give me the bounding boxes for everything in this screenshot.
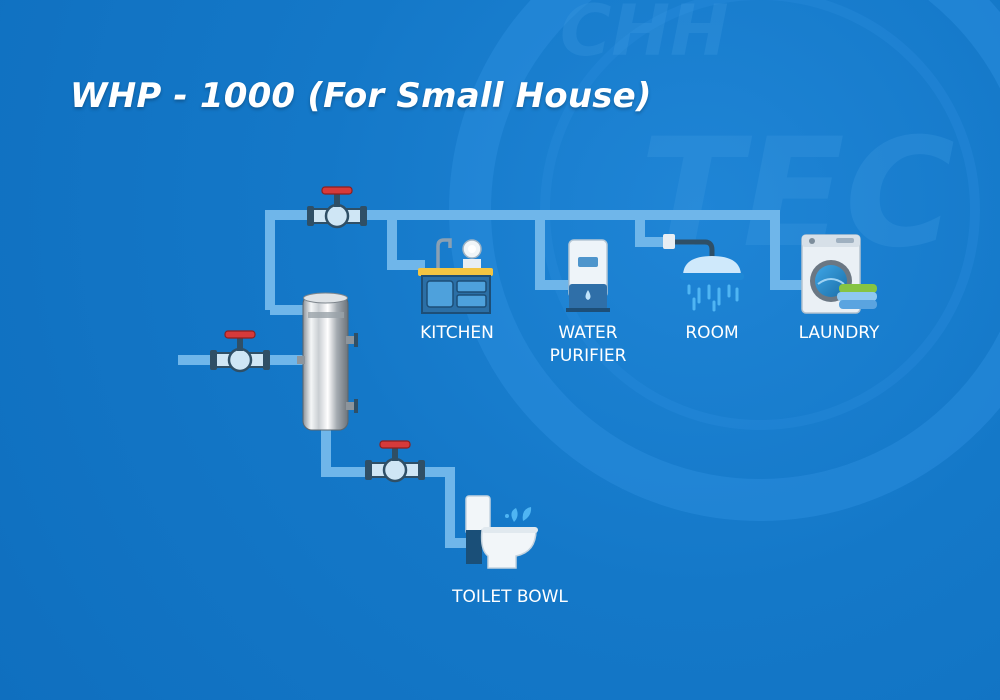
label-room-text: ROOM [685, 323, 739, 343]
label-laundry: LAUNDRY [784, 322, 894, 345]
label-toilet-bowl-text: TOILET BOWL [452, 587, 568, 607]
label-water-purifier: WATER PURIFIER [536, 322, 640, 368]
washing-machine-icon [801, 234, 877, 314]
label-laundry-text: LAUNDRY [798, 323, 880, 343]
inlet-valve-icon [208, 329, 272, 373]
diagram-title: WHP - 1000 (For Small House) [70, 76, 652, 116]
shower-icon [663, 234, 744, 312]
filter-tank-icon [297, 292, 358, 431]
toilet-valve-icon [363, 439, 427, 483]
kitchen-sink-icon [418, 238, 493, 314]
water-purifier-icon [566, 239, 610, 312]
label-toilet-bowl: TOILET BOWL [430, 586, 590, 609]
label-water-purifier-line1: WATER [558, 323, 618, 343]
label-kitchen-text: KITCHEN [420, 323, 494, 343]
label-room: ROOM [670, 322, 754, 345]
label-kitchen: KITCHEN [410, 322, 504, 345]
svg-text:CHH: CHH [560, 0, 729, 72]
toilet-icon [465, 495, 538, 569]
svg-text:TEC: TEC [640, 107, 955, 281]
label-water-purifier-line2: PURIFIER [549, 346, 627, 366]
outlet-valve-icon [305, 185, 369, 229]
